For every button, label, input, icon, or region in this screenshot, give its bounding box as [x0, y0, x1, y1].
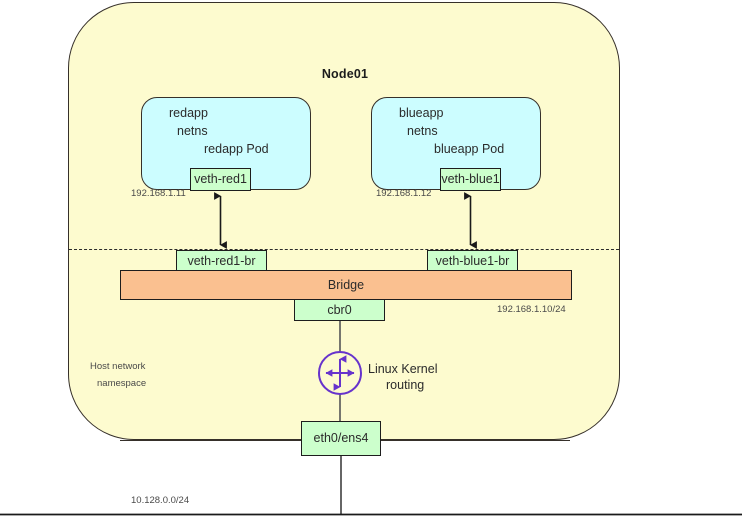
- ip-label-redapp: 192.168.1.11: [131, 188, 186, 199]
- interface-cbr0: cbr0: [294, 299, 385, 321]
- pod-blueapp-netns-label: netns: [407, 124, 438, 138]
- interface-eth0-ens4: eth0/ens4: [301, 421, 381, 456]
- interface-veth-red1: veth-red1: [190, 168, 251, 191]
- pod-blueapp-pod-label: blueapp Pod: [434, 142, 505, 156]
- pod-redapp-pod-label: redapp Pod: [204, 142, 269, 156]
- pod-redapp-netns-label: netns: [177, 124, 208, 138]
- host-namespace-line2: namespace: [97, 378, 147, 389]
- pod-blueapp-app-label: blueapp: [399, 106, 444, 120]
- bridge-bar: Bridge: [120, 270, 572, 300]
- ip-label-external-network: 10.128.0.0/24: [131, 495, 190, 506]
- host-namespace-caption: Host network namespace: [90, 358, 146, 392]
- node-container: Node01: [68, 2, 620, 440]
- kernel-routing-line2: routing: [386, 378, 425, 392]
- kernel-routing-caption: Linux Kernel routing: [368, 361, 438, 393]
- host-namespace-line1: Host network: [90, 361, 146, 372]
- namespace-divider: [69, 249, 619, 250]
- ip-label-blueapp: 192.168.1.12: [376, 188, 432, 199]
- interface-veth-blue1-br: veth-blue1-br: [427, 250, 518, 272]
- ip-label-bridge: 192.168.1.10/24: [497, 304, 566, 315]
- kernel-routing-line1: Linux Kernel: [368, 362, 438, 376]
- page-title: Node01: [321, 67, 369, 81]
- interface-veth-red1-br: veth-red1-br: [176, 250, 267, 272]
- pod-redapp-app-label: redapp: [169, 106, 208, 120]
- interface-veth-blue1: veth-blue1: [440, 168, 501, 191]
